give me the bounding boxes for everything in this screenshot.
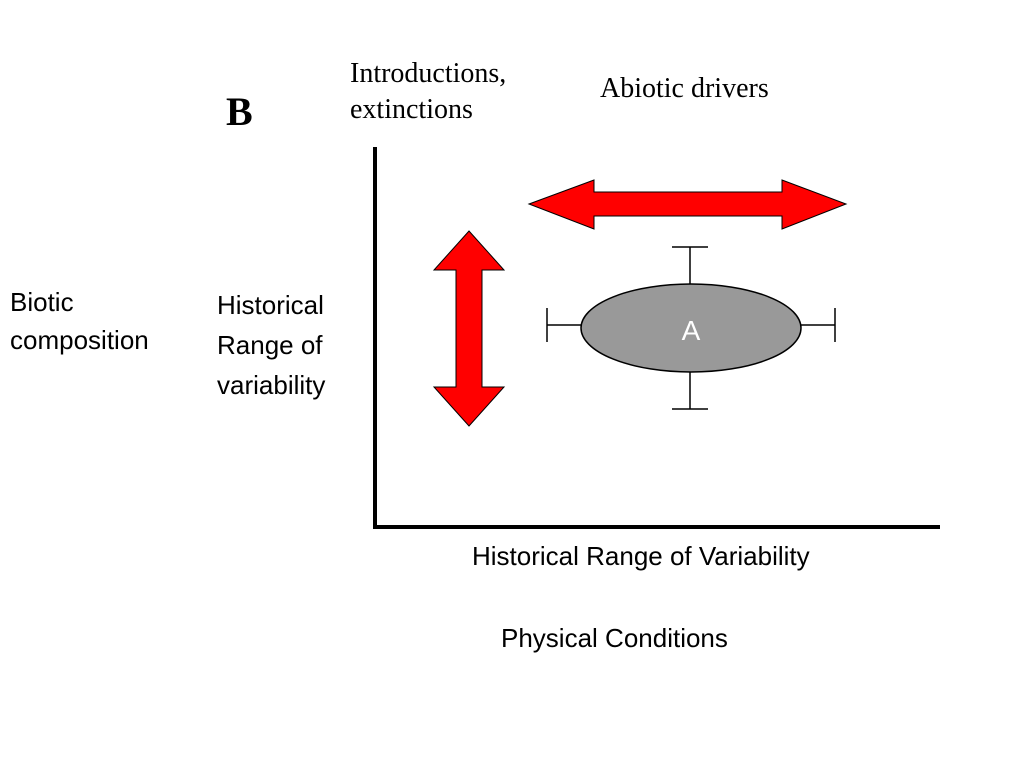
introductions-line: Introductions, bbox=[350, 58, 507, 89]
biotic-composition-label: Biotic composition bbox=[10, 283, 149, 359]
physical-conditions-label: Physical Conditions bbox=[501, 623, 728, 653]
y-axis-label-line-1: Historical bbox=[217, 290, 324, 320]
extinctions-line: extinctions bbox=[350, 94, 473, 125]
composition-line: composition bbox=[10, 325, 149, 355]
biotic-line: Biotic bbox=[10, 287, 74, 317]
node-a-label: A bbox=[682, 315, 701, 346]
y-axis-label: Historical Range of variability bbox=[217, 285, 325, 405]
x-axis-label: Historical Range of Variability bbox=[472, 541, 810, 571]
vertical-double-arrow bbox=[432, 230, 506, 427]
y-axis-label-line-2: Range of bbox=[217, 330, 323, 360]
horizontal-double-arrow bbox=[527, 179, 848, 230]
y-axis-label-line-3: variability bbox=[217, 370, 326, 400]
abiotic-drivers-label: Abiotic drivers bbox=[600, 73, 769, 104]
node-a-ellipse bbox=[580, 283, 802, 373]
panel-label: B bbox=[226, 89, 253, 134]
error-bars bbox=[546, 246, 836, 410]
introductions-extinctions-label: Introductions, extinctions bbox=[350, 56, 506, 128]
